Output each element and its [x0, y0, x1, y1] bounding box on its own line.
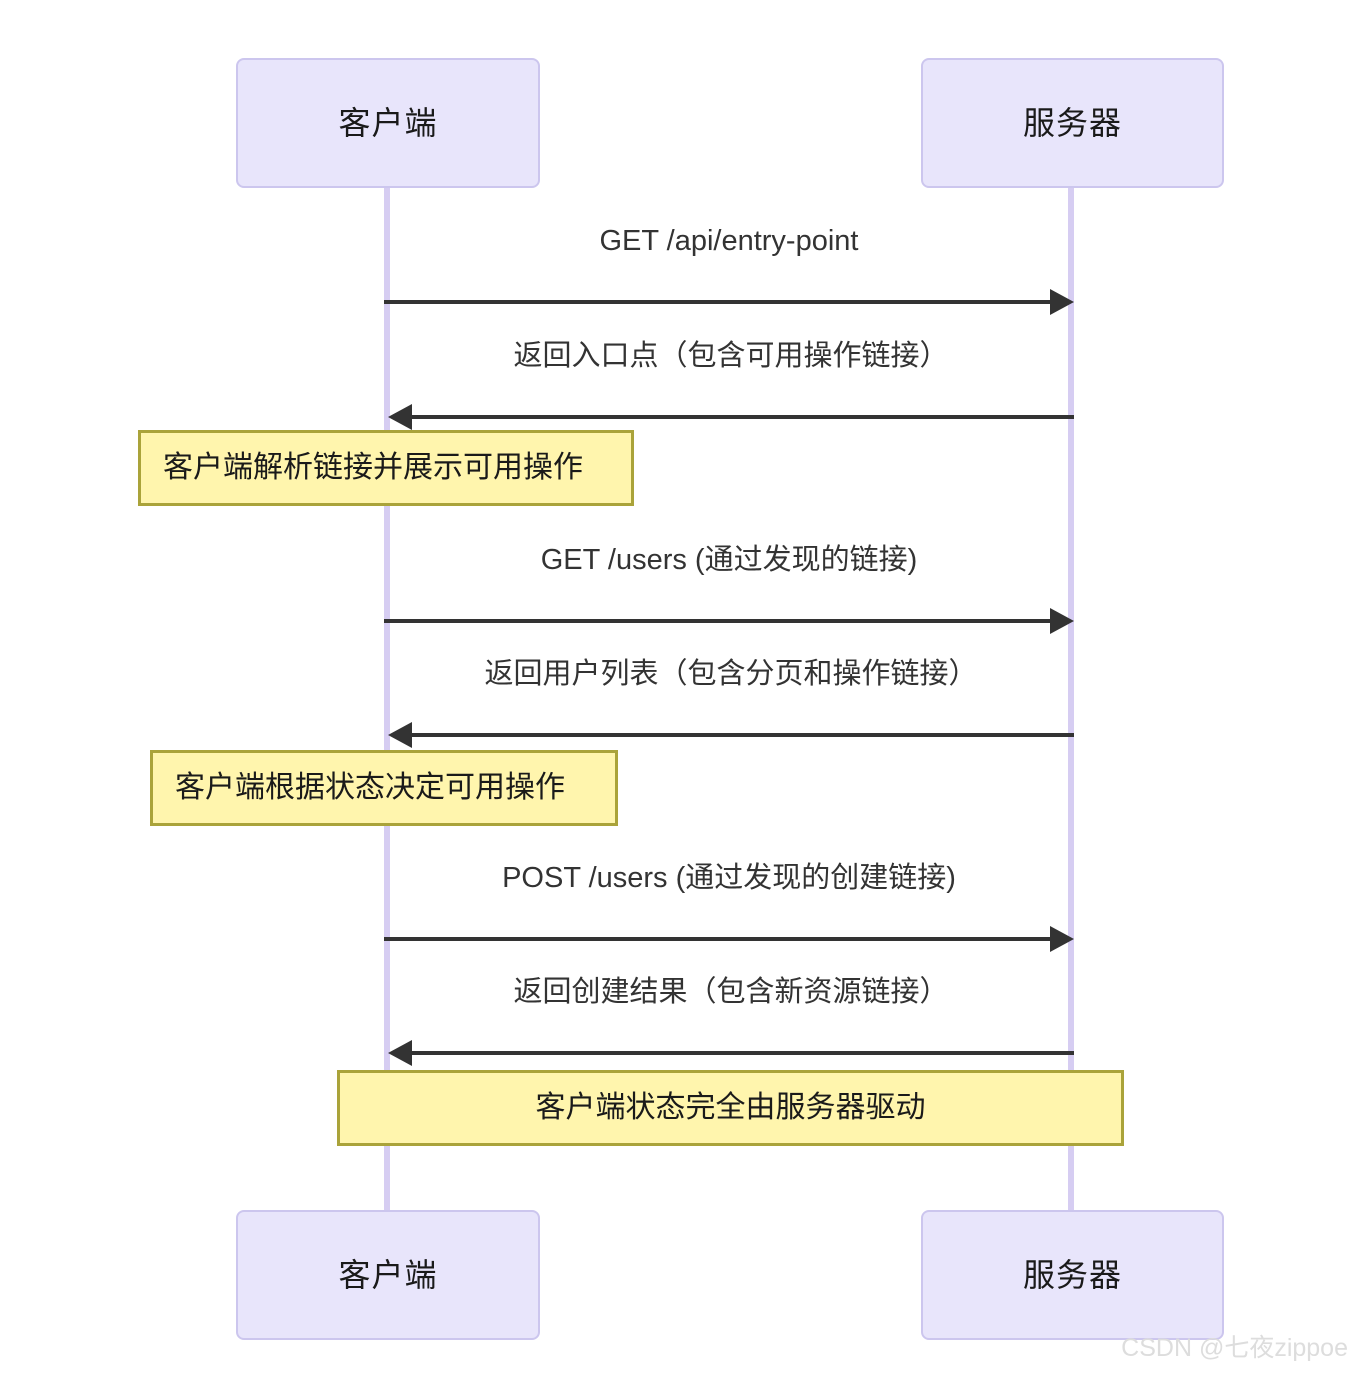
message-6-line: [412, 1051, 1074, 1055]
message-5: POST /users (通过发现的创建链接): [384, 862, 1074, 952]
participant-client-bottom[interactable]: 客户端: [236, 1210, 540, 1340]
participant-server-bottom-label: 服务器: [1022, 1257, 1122, 1293]
message-4-line: [412, 733, 1074, 737]
note-client-parse-links: 客户端解析链接并展示可用操作: [138, 430, 634, 506]
message-5-line: [384, 937, 1050, 941]
message-3-label: GET /users (通过发现的链接): [540, 544, 918, 576]
note-server-driven-state: 客户端状态完全由服务器驱动: [337, 1070, 1124, 1146]
message-6-label: 返回创建结果（包含新资源链接）: [513, 976, 949, 1008]
message-1-label: GET /api/entry-point: [599, 225, 859, 257]
message-3-arrowhead-right-icon: [1050, 608, 1074, 634]
participant-client-top[interactable]: 客户端: [236, 58, 540, 188]
participant-client-top-label: 客户端: [338, 105, 438, 141]
message-5-arrowhead-right-icon: [1050, 926, 1074, 952]
message-3: GET /users (通过发现的链接): [384, 544, 1074, 634]
csdn-watermark: CSDN @七夜zippoe: [1121, 1334, 1348, 1362]
message-6: 返回创建结果（包含新资源链接）: [388, 976, 1074, 1066]
lifeline-server: [1068, 188, 1074, 1210]
message-1-arrowhead-right-icon: [1050, 289, 1074, 315]
message-1-line: [384, 300, 1050, 304]
message-5-label: POST /users (通过发现的创建链接): [502, 862, 956, 894]
message-6-arrowhead-left-icon: [388, 1040, 412, 1066]
message-4: 返回用户列表（包含分页和操作链接）: [388, 658, 1074, 748]
message-3-line: [384, 619, 1050, 623]
participant-server-top[interactable]: 服务器: [921, 58, 1224, 188]
participant-server-top-label: 服务器: [1022, 105, 1122, 141]
note-client-state-actions-text: 客户端根据状态决定可用操作: [175, 770, 565, 804]
message-2: 返回入口点（包含可用操作链接）: [388, 340, 1074, 430]
message-2-line: [412, 415, 1074, 419]
message-1: GET /api/entry-point: [384, 225, 1074, 315]
message-2-arrowhead-left-icon: [388, 404, 412, 430]
participant-server-bottom[interactable]: 服务器: [921, 1210, 1224, 1340]
lifeline-client: [384, 188, 390, 1210]
note-server-driven-state-text: 客户端状态完全由服务器驱动: [535, 1090, 926, 1124]
participant-client-bottom-label: 客户端: [338, 1257, 438, 1293]
message-4-label: 返回用户列表（包含分页和操作链接）: [484, 658, 978, 690]
note-client-state-actions: 客户端根据状态决定可用操作: [150, 750, 618, 826]
note-client-parse-links-text: 客户端解析链接并展示可用操作: [163, 450, 583, 484]
message-4-arrowhead-left-icon: [388, 722, 412, 748]
message-2-label: 返回入口点（包含可用操作链接）: [513, 340, 949, 372]
